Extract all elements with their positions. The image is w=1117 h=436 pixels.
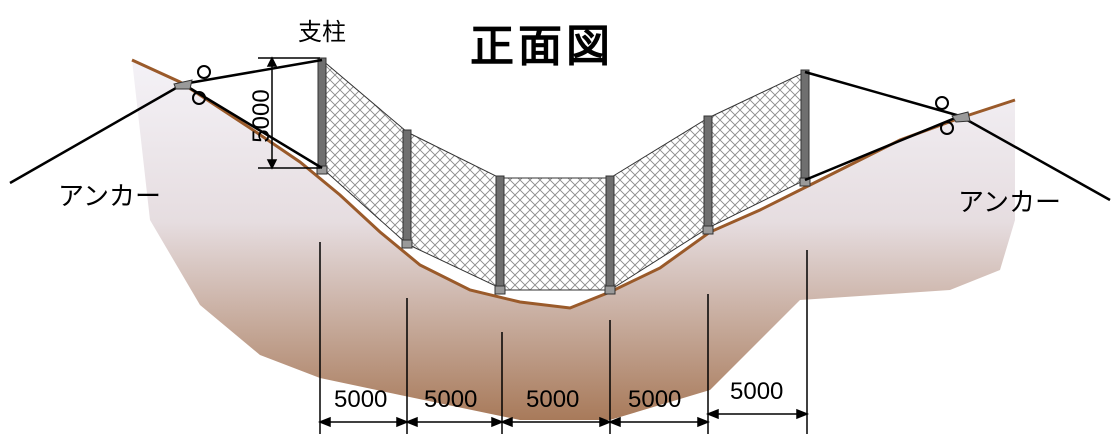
post-3 bbox=[495, 175, 505, 291]
post-1 bbox=[317, 57, 327, 171]
post-6 bbox=[800, 69, 810, 183]
spacing-label-5: 5000 bbox=[730, 378, 784, 405]
spacing-label-2: 5000 bbox=[424, 386, 478, 413]
shackle-icon bbox=[935, 96, 949, 110]
net-panel-3 bbox=[499, 177, 611, 291]
posts bbox=[317, 57, 810, 293]
post-bases bbox=[316, 165, 811, 295]
spacing-label-3: 5000 bbox=[526, 386, 580, 413]
anchor-label-left: アンカー bbox=[58, 181, 161, 211]
shackle-icon bbox=[192, 91, 206, 105]
spacing-dimension-arrows bbox=[317, 408, 810, 428]
post-5 bbox=[703, 115, 713, 231]
spacing-label-4: 5000 bbox=[628, 386, 682, 413]
post-label: 支柱 bbox=[298, 19, 346, 46]
spacing-label-1: 5000 bbox=[334, 386, 388, 413]
anchor-cables-right bbox=[804, 70, 1111, 202]
anchor-plate-right bbox=[951, 111, 971, 123]
height-dimension bbox=[258, 56, 320, 170]
spacing-extension-lines bbox=[319, 242, 808, 434]
post-2 bbox=[402, 129, 412, 247]
ground-surface-line bbox=[131, 58, 1016, 310]
diagram-title: 正面図 bbox=[470, 22, 614, 71]
shackle-icon bbox=[197, 65, 211, 79]
anchor-cables-left bbox=[9, 58, 323, 185]
post-4 bbox=[605, 175, 615, 293]
anchor-label-right: アンカー bbox=[958, 187, 1061, 217]
ground-slope bbox=[132, 60, 1015, 420]
shackle-icon bbox=[940, 121, 954, 135]
anchor-plate-left bbox=[173, 79, 193, 90]
post-height-label: 5000 bbox=[248, 89, 275, 143]
